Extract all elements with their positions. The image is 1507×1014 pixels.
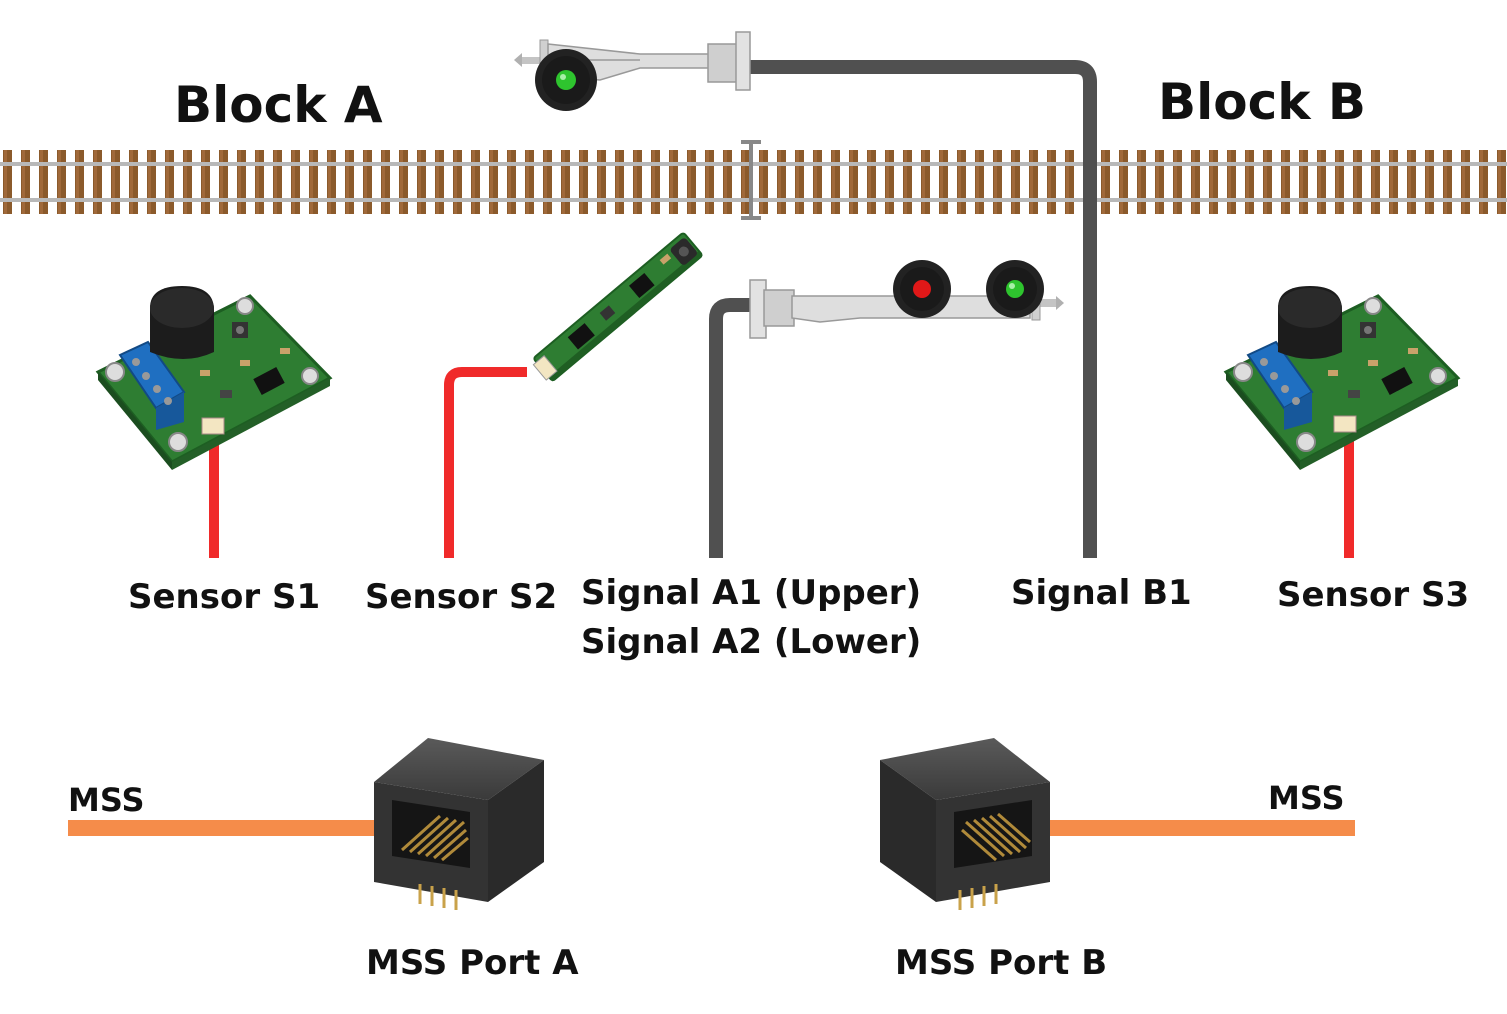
sensor-s3-label: Sensor S3 xyxy=(1277,575,1470,615)
current-sensor-board-icon xyxy=(95,286,333,470)
current-sensor-board-icon xyxy=(1223,286,1461,470)
sensor-s1-label: Sensor S1 xyxy=(128,577,321,617)
signal-a2-label: Signal A2 (Lower) xyxy=(581,622,922,662)
signal-head-icon xyxy=(749,260,1064,339)
signal-a-wire xyxy=(709,298,752,558)
block-a-label: Block A xyxy=(174,76,383,134)
mss-wire-left xyxy=(68,820,382,836)
signal-a1-label: Signal A1 (Upper) xyxy=(581,573,922,613)
mss-right-label: MSS xyxy=(1268,779,1345,817)
signal-b1-label: Signal B1 xyxy=(1011,573,1192,613)
mss-port-b-label: MSS Port B xyxy=(895,943,1108,983)
rj45-jack-icon xyxy=(880,738,1050,910)
track xyxy=(0,150,1507,214)
mss-port-a-label: MSS Port A xyxy=(366,943,579,983)
sensor-s2-label: Sensor S2 xyxy=(365,577,558,617)
mss-left-label: MSS xyxy=(68,781,145,819)
sensor-s2-wire xyxy=(444,367,527,558)
optical-sensor-board-icon xyxy=(532,232,703,382)
rj45-jack-icon xyxy=(374,738,544,910)
signal-head-icon xyxy=(514,31,751,111)
block-b-label: Block B xyxy=(1158,73,1367,131)
signal-b1-wire xyxy=(750,60,1097,558)
block-gap-insulator xyxy=(741,140,761,220)
mss-wire-right xyxy=(1040,820,1355,836)
